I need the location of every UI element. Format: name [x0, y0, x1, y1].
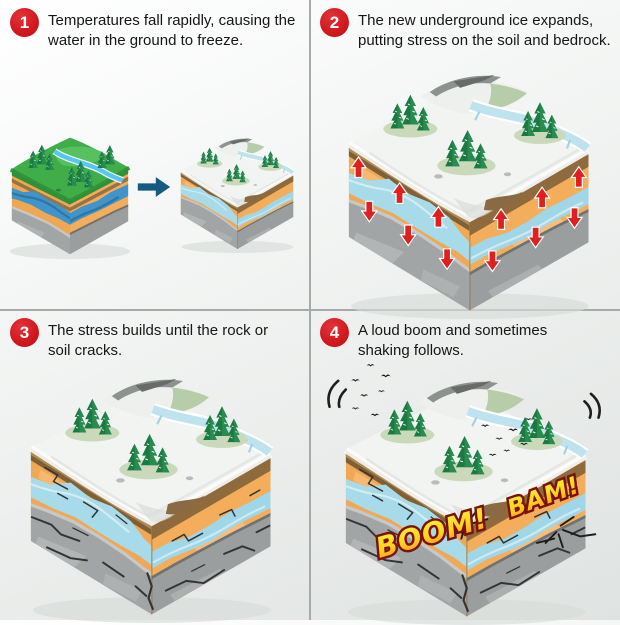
- panel-step-2: 2 The new underground ice expands, putti…: [310, 0, 620, 310]
- step-caption: Temperatures fall rapidly, causing the w…: [48, 12, 296, 49]
- ground-block-after-freeze: [170, 120, 302, 253]
- panel-step-3: 3 The stress builds until the rock or so…: [0, 310, 310, 620]
- step-caption: The stress builds until the rock or soil…: [48, 322, 269, 359]
- ground-block-cracking: [8, 340, 289, 623]
- impact-crack-icon: [446, 505, 597, 549]
- step-number: 2: [329, 12, 340, 32]
- step-badge-icon: 1: [10, 8, 39, 37]
- ground-block-ice-expanding: [326, 36, 607, 319]
- step-number: 1: [19, 12, 30, 32]
- ground-block-before-freeze: [2, 122, 138, 268]
- step-badge-icon: 3: [10, 318, 39, 347]
- panel-step-1: 1 Temperatures fall rapidly, causing the…: [0, 0, 310, 310]
- step-caption: A loud boom and sometimes shaking follow…: [358, 322, 548, 359]
- step-caption: The new underground ice expands, putting…: [358, 12, 611, 49]
- transform-arrow-icon: [137, 177, 171, 197]
- panel-step-4: 4 A loud boom and sometimes shaking foll…: [310, 310, 620, 620]
- step-number: 4: [329, 322, 340, 342]
- horizontal-divider: [0, 309, 620, 311]
- step-badge-icon: 2: [320, 8, 349, 37]
- ground-block-boom: BOOM! BAM!: [327, 364, 601, 625]
- step-number: 3: [19, 322, 30, 342]
- shake-mark-icon: [327, 379, 601, 419]
- step-badge-icon: 4: [320, 318, 349, 347]
